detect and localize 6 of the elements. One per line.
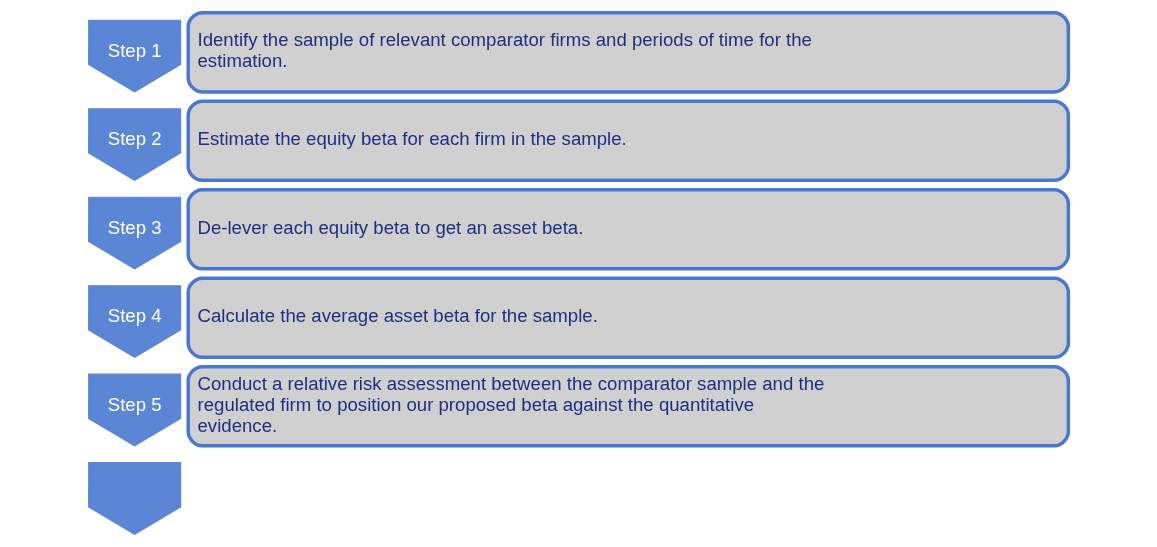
node-box: De-lever each equity beta to get an asset beta. xyxy=(186,187,1071,271)
node-box: Calculate the average asset beta for the sample. xyxy=(186,276,1071,360)
node-box: Estimate the equity beta for each firm in the sample. xyxy=(186,99,1071,183)
node-box: Identify the sample of relevant comparator firms and periods of time for the estimation. xyxy=(186,10,1071,94)
node-box: Conduct a relative risk assessment between the comparator sample and the regulated firm to position our proposed beta against the quantitative evidence. xyxy=(186,364,1071,448)
node-chevron xyxy=(88,462,182,535)
